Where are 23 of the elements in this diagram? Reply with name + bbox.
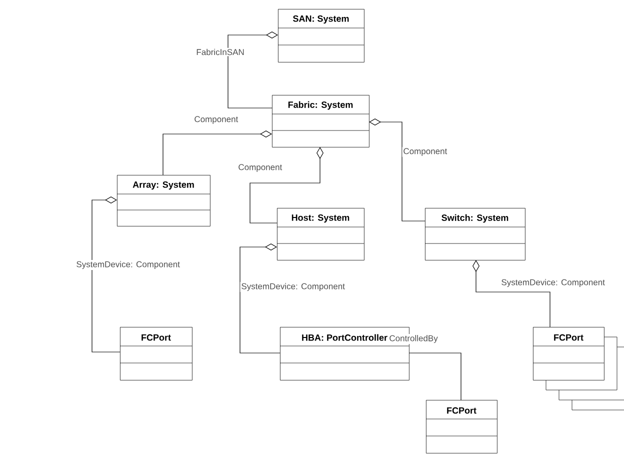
class-box: Host: System <box>276 208 364 260</box>
aggregation-line <box>240 244 280 354</box>
edge-label: SystemDevice: Component <box>75 260 181 270</box>
edge-label: Component <box>237 163 284 173</box>
class-box: Switch: System <box>424 208 526 260</box>
aggregation-line <box>162 130 272 176</box>
class-box: Fabric: System <box>272 95 370 148</box>
aggregation-line <box>408 352 462 400</box>
edge-label: ControlledBy <box>388 334 439 344</box>
aggregation-line <box>92 196 120 352</box>
class-stack-drawing: FCPort <box>532 327 624 410</box>
class-box: SAN: System <box>278 9 364 62</box>
edge-label: SystemDevice: Component <box>240 282 346 292</box>
edge-label: Component <box>193 115 240 125</box>
edge-label: FabricInSAN <box>195 48 246 56</box>
aggregation-line <box>228 32 278 108</box>
edge-label: SystemDevice: Component <box>500 278 606 288</box>
aggregation-line <box>369 118 426 222</box>
edge-label: Component <box>402 147 448 157</box>
aggregation-line <box>250 147 324 224</box>
class-box: FCPort <box>426 400 498 454</box>
class-box: Array: System <box>116 175 210 226</box>
class-box: FCPort <box>120 327 192 380</box>
